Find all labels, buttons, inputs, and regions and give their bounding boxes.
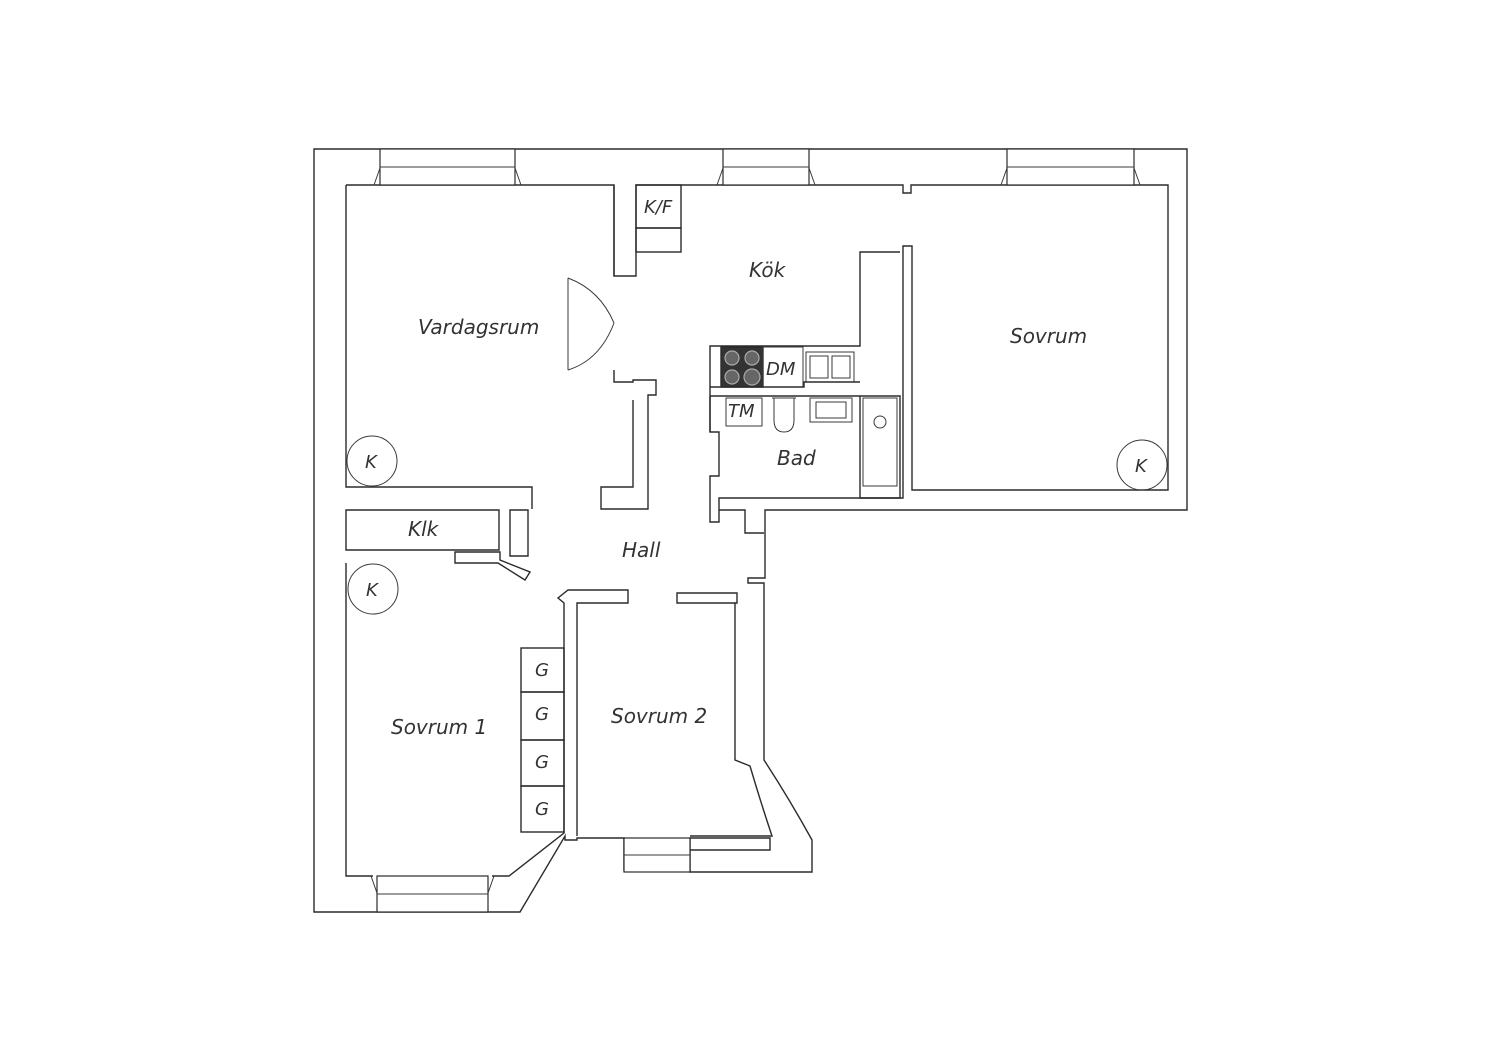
- outer-wall: [313, 148, 1188, 913]
- fixture-label-k-sovrum1: K: [366, 580, 379, 601]
- room-label-sovrum: Sovrum: [1010, 324, 1087, 348]
- fixture-label-g-3: G: [535, 752, 549, 773]
- tiled-stove-sovrum1: [347, 563, 399, 615]
- room-label-kok: Kök: [749, 258, 787, 282]
- shower: [862, 397, 898, 487]
- tiled-stove-vardagsrum: [346, 435, 398, 487]
- stove-ring-3: [724, 369, 740, 385]
- kitchen-sink-basin-2: [831, 355, 851, 379]
- room-label-bad: Bad: [777, 446, 816, 470]
- stove-ring-1: [724, 350, 740, 366]
- klk-closet: [345, 509, 532, 581]
- kitchen-counter: [710, 381, 860, 388]
- sovrum2-wall: [676, 592, 773, 837]
- room-label-klk: Klk: [408, 517, 440, 541]
- fixture-label-tm: TM: [728, 401, 755, 422]
- stove-ring-2: [744, 350, 760, 366]
- fixture-label-kf: K/F: [644, 197, 673, 218]
- bathroom-sink: [809, 397, 853, 423]
- fixture-label-g-2: G: [535, 704, 549, 725]
- tiled-stove-sovrum: [1116, 439, 1168, 491]
- bathroom-wall: [709, 395, 901, 499]
- vardagsrum-wall: [345, 185, 533, 509]
- shower-drain: [873, 415, 887, 429]
- window-sovrum1-sill: [370, 875, 495, 895]
- washing-machine: [725, 397, 763, 427]
- window-sovrum-sill: [1000, 166, 1141, 186]
- wardrobe-4: [520, 785, 565, 833]
- fixture-label-k-sovrum: K: [1135, 456, 1148, 477]
- fixture-label-k-vardagsrum: K: [365, 452, 378, 473]
- sovrum1-wall: [345, 563, 629, 877]
- bathroom-sink-basin: [815, 401, 847, 419]
- window-kok-sill: [716, 166, 816, 186]
- stove-ring-4: [743, 368, 761, 386]
- room-label-sovrum2: Sovrum 2: [611, 704, 707, 728]
- fixture-label-g-1: G: [535, 660, 549, 681]
- bathroom-entry: [719, 509, 764, 534]
- toilet-icon: [772, 397, 796, 433]
- fixture-label-g-4: G: [535, 799, 549, 820]
- double-door: [567, 277, 615, 371]
- fixture-label-dm: DM: [766, 359, 796, 380]
- room-label-hall: Hall: [622, 538, 661, 562]
- fridge-freezer-lower: [635, 227, 682, 253]
- window-vardagsrum-sill: [373, 166, 522, 186]
- vardagsrum-right-wall: [600, 185, 657, 510]
- room-label-vardagsrum: Vardagsrum: [418, 315, 539, 339]
- kitchen-sink-basin-1: [809, 355, 829, 379]
- room-label-sovrum1: Sovrum 1: [391, 715, 487, 739]
